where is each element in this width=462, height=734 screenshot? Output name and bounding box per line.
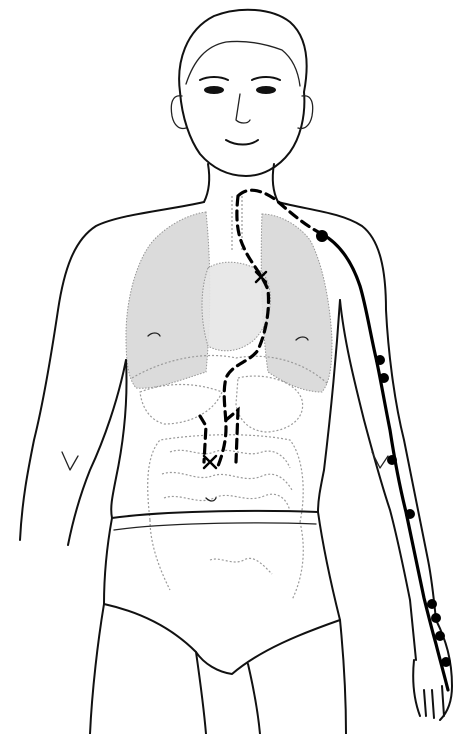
liver <box>140 385 222 425</box>
leg-right <box>90 604 104 734</box>
acupoint <box>435 631 445 641</box>
acupoint <box>375 355 385 365</box>
acupoint <box>441 657 451 667</box>
torso-right-flank <box>111 360 126 518</box>
acupoint <box>405 509 415 519</box>
mouth <box>226 140 258 145</box>
eyebrow-right <box>200 77 228 80</box>
eye-left <box>256 86 276 94</box>
acupoint <box>379 373 389 383</box>
elbow-mark-right <box>62 452 78 470</box>
briefs <box>104 511 340 674</box>
large-intestine <box>148 435 304 600</box>
leg-inner-left <box>248 664 260 734</box>
neck-right <box>204 164 209 202</box>
leg-inner-right <box>196 652 206 734</box>
body-outline <box>20 10 452 734</box>
nose <box>236 94 250 123</box>
lung-right <box>126 212 210 388</box>
acupoint <box>431 613 441 623</box>
leg-left <box>340 620 346 734</box>
arm-left-inner <box>340 300 416 660</box>
eyebrow-left <box>252 77 280 80</box>
eye-right <box>204 86 224 94</box>
neck-left <box>273 164 278 202</box>
waistband <box>114 523 316 530</box>
head <box>179 10 306 176</box>
acupoint <box>387 455 397 465</box>
acupoint <box>316 230 328 242</box>
acupoint <box>427 599 437 609</box>
ear-right <box>171 96 186 129</box>
internal-organs <box>126 196 332 600</box>
navel <box>206 498 216 501</box>
